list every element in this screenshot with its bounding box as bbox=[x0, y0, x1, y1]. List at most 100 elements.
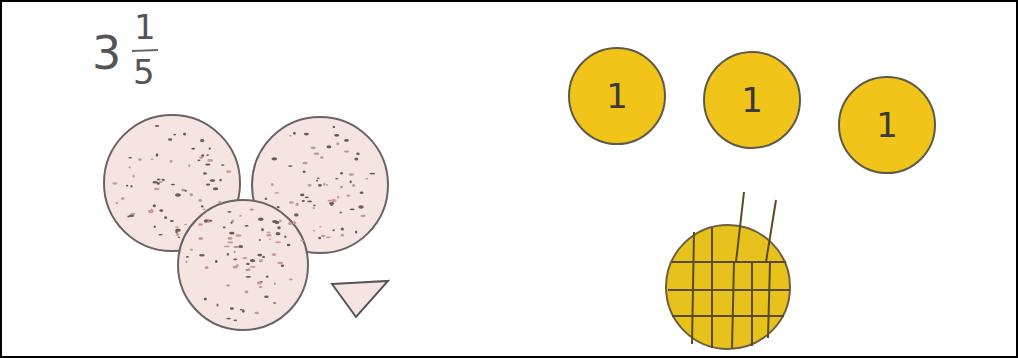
pizza-dot bbox=[303, 162, 308, 165]
pizza-dot bbox=[344, 139, 349, 142]
divided-circle bbox=[666, 192, 790, 349]
pizza-dot bbox=[148, 210, 154, 213]
pizza-dot bbox=[198, 223, 203, 226]
pizza-dot bbox=[236, 264, 239, 267]
pizza-dot bbox=[171, 184, 175, 186]
pizza-dot bbox=[128, 166, 130, 168]
pizza-dot bbox=[279, 219, 282, 222]
pizza-dot bbox=[116, 202, 119, 204]
pizza-dot bbox=[245, 225, 249, 227]
pizza-dot bbox=[153, 204, 156, 207]
pizza-dot bbox=[296, 203, 299, 206]
pizza-dot bbox=[250, 208, 254, 210]
pizza-dot bbox=[288, 222, 292, 225]
pizza-dot bbox=[259, 286, 263, 288]
pizza-dot bbox=[335, 178, 338, 180]
pizza-dot bbox=[266, 234, 271, 237]
pizza-dot bbox=[273, 302, 276, 303]
pizza-dot bbox=[199, 156, 203, 159]
pizza-dot bbox=[234, 251, 236, 254]
pizza-dot bbox=[233, 319, 237, 321]
pizza-dot bbox=[272, 220, 277, 223]
pizza-dot bbox=[272, 253, 277, 256]
pizza-dot bbox=[349, 173, 355, 176]
pizza-dot bbox=[318, 184, 322, 187]
pizza-dot bbox=[341, 227, 344, 230]
fraction-bar bbox=[132, 50, 158, 51]
pizza-dot bbox=[350, 180, 352, 183]
pizza-dot bbox=[231, 222, 233, 224]
pizza-dot bbox=[233, 246, 238, 248]
pizza-dot bbox=[289, 279, 293, 281]
pizza-dot bbox=[233, 259, 237, 261]
pizza-dot bbox=[347, 194, 351, 196]
pizza-dot bbox=[271, 183, 274, 186]
pizza-dot bbox=[313, 230, 315, 232]
pizza-dot bbox=[190, 193, 194, 196]
pizza-dot bbox=[205, 164, 210, 166]
pizza-dot bbox=[293, 221, 296, 224]
pizza-dot bbox=[176, 233, 179, 236]
pizza-dot bbox=[247, 268, 250, 271]
pizza-dot bbox=[199, 254, 205, 256]
pizza-dot bbox=[155, 125, 159, 127]
pizza-dot bbox=[265, 198, 267, 200]
pizza-dot bbox=[311, 146, 316, 149]
circle-number: 1 bbox=[702, 80, 802, 120]
pizza-dot bbox=[190, 249, 193, 251]
pizza-dot bbox=[262, 256, 265, 258]
pulled-slice-line bbox=[766, 200, 776, 262]
pizza-dot bbox=[332, 229, 334, 231]
pizza-dot bbox=[126, 185, 128, 187]
pizza-dot bbox=[300, 240, 304, 242]
pizza-dot bbox=[184, 224, 187, 225]
pizza-dot bbox=[209, 148, 211, 150]
circle-number: 1 bbox=[567, 76, 667, 116]
pizza-dot bbox=[175, 229, 181, 232]
pizza-dot bbox=[164, 216, 167, 219]
pizza-dot bbox=[170, 160, 173, 163]
pizza-circle bbox=[178, 200, 308, 330]
pizza-dot bbox=[313, 207, 316, 209]
pizza-dot bbox=[183, 133, 186, 136]
pizza-dot bbox=[128, 157, 132, 159]
pizza-dot bbox=[224, 246, 230, 248]
pizza-dot bbox=[227, 241, 233, 243]
pizza-dot bbox=[250, 266, 256, 268]
pizza-dot bbox=[326, 184, 328, 186]
pizza-dot bbox=[204, 297, 207, 300]
pizza-dot bbox=[264, 296, 269, 298]
pizza-dot bbox=[356, 152, 359, 155]
pizza-dot bbox=[317, 178, 320, 180]
pizza-dot bbox=[274, 282, 276, 285]
pizza-dot bbox=[223, 227, 226, 229]
pizza-dot bbox=[331, 199, 336, 202]
pizza-dot bbox=[246, 263, 250, 265]
pizza-dot bbox=[320, 156, 323, 159]
pizza-dot bbox=[184, 190, 187, 192]
pizza-dot bbox=[185, 261, 187, 263]
pizza-dot bbox=[228, 237, 233, 240]
pizza-dot bbox=[173, 134, 176, 136]
pizza-dot bbox=[336, 142, 339, 145]
pizza-dot bbox=[242, 257, 247, 259]
pizza-dot bbox=[206, 184, 210, 186]
pizza-dot bbox=[229, 232, 235, 235]
pizza-dot bbox=[354, 158, 358, 161]
pizza-dot bbox=[213, 187, 218, 190]
pizza-dot bbox=[170, 220, 174, 222]
pizza-dot bbox=[246, 276, 252, 278]
pizza-dot bbox=[360, 192, 364, 194]
pizza-dot bbox=[210, 179, 215, 182]
pizza-dot bbox=[198, 237, 203, 240]
pizza-dot bbox=[350, 209, 355, 211]
pizza-dot bbox=[261, 228, 264, 231]
pizza-dot bbox=[186, 256, 189, 258]
pizza-dot bbox=[316, 180, 318, 182]
pizza-dot bbox=[238, 245, 243, 248]
pizza-dot bbox=[221, 164, 225, 166]
pizza-dot bbox=[157, 179, 161, 181]
pizza-dot bbox=[321, 235, 326, 237]
